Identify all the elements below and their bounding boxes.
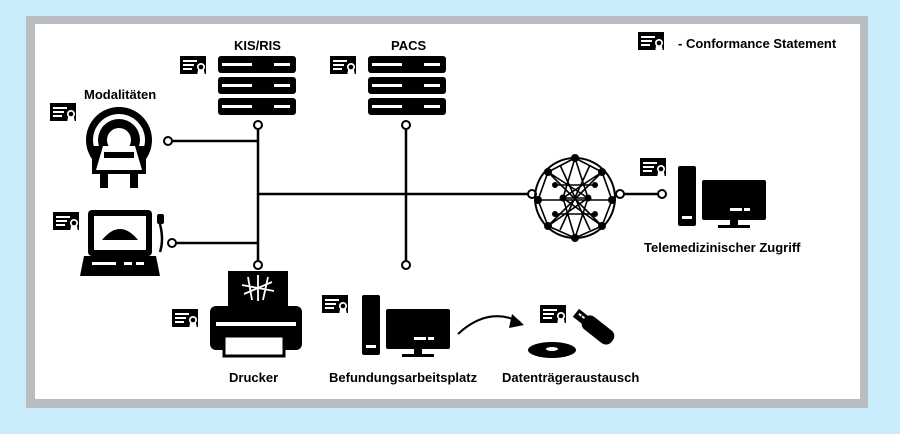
workstation-icon	[678, 166, 766, 228]
drucker-label: Drucker	[229, 370, 279, 385]
datentraeger-label: Datenträgeraustausch	[502, 370, 640, 385]
befundung-label: Befundungsarbeitsplatz	[329, 370, 478, 385]
server-icon	[218, 56, 296, 115]
network-lines	[168, 125, 662, 265]
certificate-icon	[53, 212, 79, 232]
certificate-icon	[322, 295, 348, 315]
server-icon	[368, 56, 446, 115]
arrow-icon	[457, 314, 524, 335]
certificate-icon	[640, 158, 666, 178]
network-globe-nodes	[534, 154, 616, 242]
certificate-icon	[172, 309, 198, 329]
ultrasound-icon	[80, 210, 164, 276]
ct-scanner-icon	[86, 107, 152, 188]
certificate-icon	[330, 56, 356, 76]
certificate-icon	[50, 103, 76, 123]
connection-nodes	[163, 120, 667, 270]
telemedizin-label: Telemedizinischer Zugriff	[644, 240, 801, 255]
usb-stick-icon	[572, 308, 615, 345]
workstation-icon	[362, 295, 450, 357]
pacs-label: PACS	[391, 38, 427, 53]
certificate-icon	[180, 56, 206, 76]
printer-icon	[210, 271, 302, 358]
kis-ris-label: KIS/RIS	[234, 38, 281, 53]
cd-icon	[528, 342, 576, 358]
certificate-icon	[638, 32, 664, 52]
legend-label: - Conformance Statement	[678, 36, 837, 51]
modalitaeten-label: Modalitäten	[84, 87, 157, 102]
certificate-icon	[540, 305, 566, 325]
